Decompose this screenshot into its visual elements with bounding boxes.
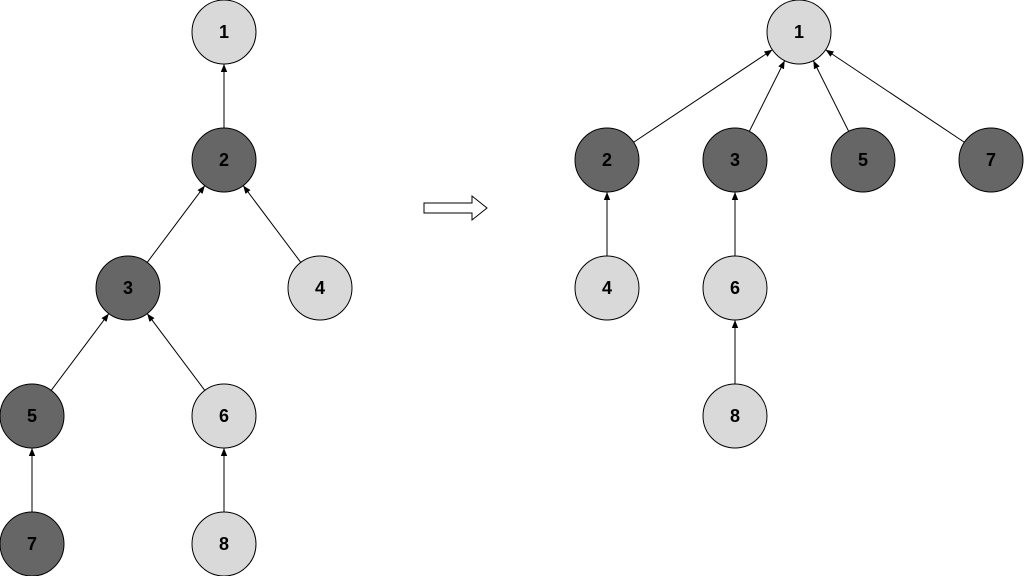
right-arrow-icon — [423, 194, 488, 222]
node-circle — [191, 127, 257, 193]
node-label: 5 — [27, 406, 37, 426]
before-node-8: 8 — [191, 511, 257, 576]
node-label: 3 — [730, 150, 740, 170]
node-circle — [0, 383, 65, 449]
node-circle — [574, 127, 640, 193]
after-node-1: 1 — [766, 0, 832, 65]
node-circle — [95, 255, 161, 321]
node-circle — [766, 0, 832, 65]
node-circle — [702, 383, 768, 449]
node-label: 3 — [123, 278, 133, 298]
node-circle — [0, 511, 65, 576]
before-tree: 1 2 3 4 5 6 7 8 — [0, 0, 353, 576]
before-node-3: 3 — [95, 255, 161, 321]
after-node-3: 3 — [702, 127, 768, 193]
before-edge-4-to-2 — [242, 185, 302, 263]
after-node-4: 4 — [574, 255, 640, 321]
node-label: 8 — [730, 406, 740, 426]
after-node-7: 7 — [958, 127, 1024, 193]
before-edge-3-to-2 — [146, 185, 206, 263]
before-node-2: 2 — [191, 127, 257, 193]
before-node-7: 7 — [0, 511, 65, 576]
before-node-6: 6 — [191, 383, 257, 449]
after-node-5: 5 — [830, 127, 896, 193]
node-label: 6 — [219, 406, 229, 426]
before-edge-6-to-3 — [146, 313, 206, 391]
node-circle — [287, 255, 353, 321]
node-circle — [830, 127, 896, 193]
node-circle — [191, 383, 257, 449]
node-label: 4 — [315, 278, 325, 298]
node-label: 2 — [219, 150, 229, 170]
after-edge-7-to-1 — [825, 49, 965, 143]
node-circle — [702, 255, 768, 321]
before-node-4: 4 — [287, 255, 353, 321]
after-edge-3-to-1 — [748, 60, 786, 132]
before-edge-5-to-3 — [50, 313, 110, 391]
before-node-5: 5 — [0, 383, 65, 449]
transition-arrow — [423, 194, 488, 222]
node-circle — [574, 255, 640, 321]
node-circle — [191, 511, 257, 576]
node-label: 2 — [602, 150, 612, 170]
node-circle — [191, 0, 257, 65]
after-node-8: 8 — [702, 383, 768, 449]
node-label: 7 — [27, 534, 37, 554]
node-label: 5 — [858, 150, 868, 170]
node-circle — [958, 127, 1024, 193]
node-label: 1 — [794, 22, 804, 42]
before-node-1: 1 — [191, 0, 257, 65]
after-tree: 1 2 3 5 7 4 6 8 — [574, 0, 1024, 449]
after-edge-2-to-1 — [633, 49, 773, 143]
after-node-2: 2 — [574, 127, 640, 193]
after-node-6: 6 — [702, 255, 768, 321]
node-label: 7 — [986, 150, 996, 170]
after-edge-5-to-1 — [812, 60, 850, 132]
node-label: 6 — [730, 278, 740, 298]
node-label: 8 — [219, 534, 229, 554]
node-label: 1 — [219, 22, 229, 42]
node-label: 4 — [602, 278, 612, 298]
node-circle — [702, 127, 768, 193]
